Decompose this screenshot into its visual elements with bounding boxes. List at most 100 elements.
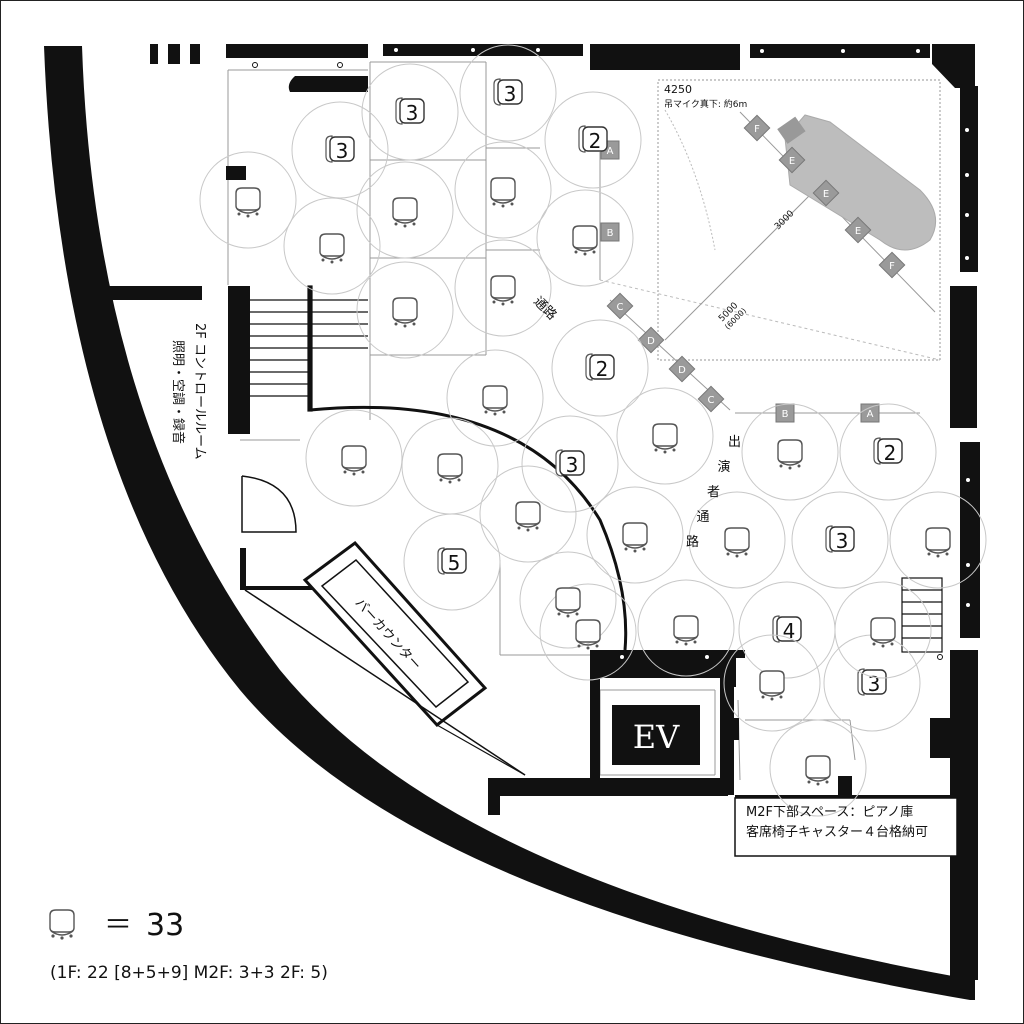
stage-marker: D [637,326,665,354]
stage-marker: C [606,292,634,320]
chair-icon [759,670,785,701]
stage-width-label: 4250 [664,83,692,96]
chair-icon [925,527,951,558]
seat-group-count: 2 [589,129,602,153]
seat-group-count: 3 [504,82,517,106]
aisle-label: 通路 [530,294,560,324]
mic-note: 吊マイク真下: 約6m [664,98,747,110]
seat-group-count: 3 [406,101,419,125]
performer-aisle-char: 通 [697,510,710,525]
stage-marker: E [812,179,840,207]
seat-group-badge: 3 [857,668,887,696]
seat-range-circle [454,141,552,239]
seat-group-range-circle [551,319,649,417]
storage-note-1: M2F下部スペース：ピアノ庫 [746,805,913,820]
stage-marker-letter: A [607,146,614,157]
seat-range-circle [688,491,786,589]
door [241,475,297,533]
storage-box [734,797,958,857]
seat-range-circle [616,387,714,485]
legend-total: 33 [146,908,184,943]
seat-range-circle [356,161,454,259]
stage-marker: D [668,355,696,383]
seat-range-circle [637,579,735,677]
chair-icon [392,297,418,328]
control-room-label: 2F コントロールルーム 照明・空調・録音 [170,323,207,460]
seat-group-range-circle [544,91,642,189]
stage-marker: F [878,251,906,279]
chairs [199,141,987,817]
legend-equals: ＝ [104,908,132,941]
stage-marker-letter: E [823,189,829,200]
seat-range-circle [536,189,634,287]
seat-group-range-circle [839,403,937,501]
legend: ＝ 33 (1F: 22 [8+5+9] M2F: 3+3 2F: 5) [49,908,328,983]
seat-range-circle [479,465,577,563]
stage-marker-letter: F [754,124,760,135]
seat-range-circle [834,581,932,679]
chair-icon [652,423,678,454]
seat-group-badge: 2 [578,125,608,153]
chair-icon [392,197,418,228]
control-room-func: 照明・空調・録音 [170,340,186,444]
legend-breakdown: (1F: 22 [8+5+9] M2F: 3+3 2F: 5) [50,963,328,983]
control-room-name: コントロールルーム [192,343,207,460]
seat-group-range-circle [459,44,557,142]
seat-group-badge: 2 [585,353,615,381]
seat-range-circle [741,403,839,501]
seat-range-circle [586,486,684,584]
chair-icon [805,755,831,786]
seat-group-badge: 3 [493,78,523,106]
stage-marker: E [844,216,872,244]
seat-group-count: 3 [836,529,849,553]
chair-icon [515,501,541,532]
seat-group-badge: 2 [873,437,903,465]
interior-lines [227,61,856,781]
seat-range-circle [356,261,454,359]
seat-group-count: 5 [448,551,461,575]
seat-group-count: 4 [783,619,796,643]
stage-marker-letter: C [617,302,624,313]
stage-marker-letter: E [855,226,861,237]
stage-marker: F [743,114,771,142]
seat-group-range-circle [291,101,389,199]
seat-group-range-circle [361,63,459,161]
seat-range-circle [446,349,544,447]
seat-group-count: 3 [336,139,349,163]
stage-marker-letter: A [867,409,874,420]
stage-marker-letter: D [678,365,686,376]
seat-group-badge: 3 [325,135,355,163]
performer-aisle-char: 者 [707,485,720,500]
seat-range-circle [401,417,499,515]
stage-area [599,79,941,414]
seat-range-circle [889,491,987,589]
chair-icon [724,527,750,558]
chair-icon [673,615,699,646]
seat-range-circle [519,551,617,649]
stage-marker: A [860,403,880,423]
stage-marker-letter: E [789,156,795,167]
stage-marker-letter: B [782,409,789,420]
chair-icon [777,439,803,470]
legend-chair-icon [49,909,75,940]
chair-icon [622,522,648,553]
seat-group-count: 3 [566,453,579,477]
seat-group-badge: 4 [772,615,802,643]
chair-icon [437,453,463,484]
chair-icon [490,275,516,306]
stage-marker: E [778,146,806,174]
elevator-label: EV [633,718,680,756]
performer-aisle-char: 出 [728,435,741,450]
chair-icon [870,617,896,648]
control-room-floor: 2F [192,323,207,339]
seat-group-badge: 3 [555,449,585,477]
chair-icon [319,233,345,264]
seat-group-badge: 3 [395,97,425,125]
bar-counter [244,540,526,776]
seat-group-badge: 5 [437,547,467,575]
chair-icon [575,619,601,650]
performer-aisle-char: 演 [718,459,731,475]
chair-icon [341,445,367,476]
seat-range-circle [539,583,637,681]
